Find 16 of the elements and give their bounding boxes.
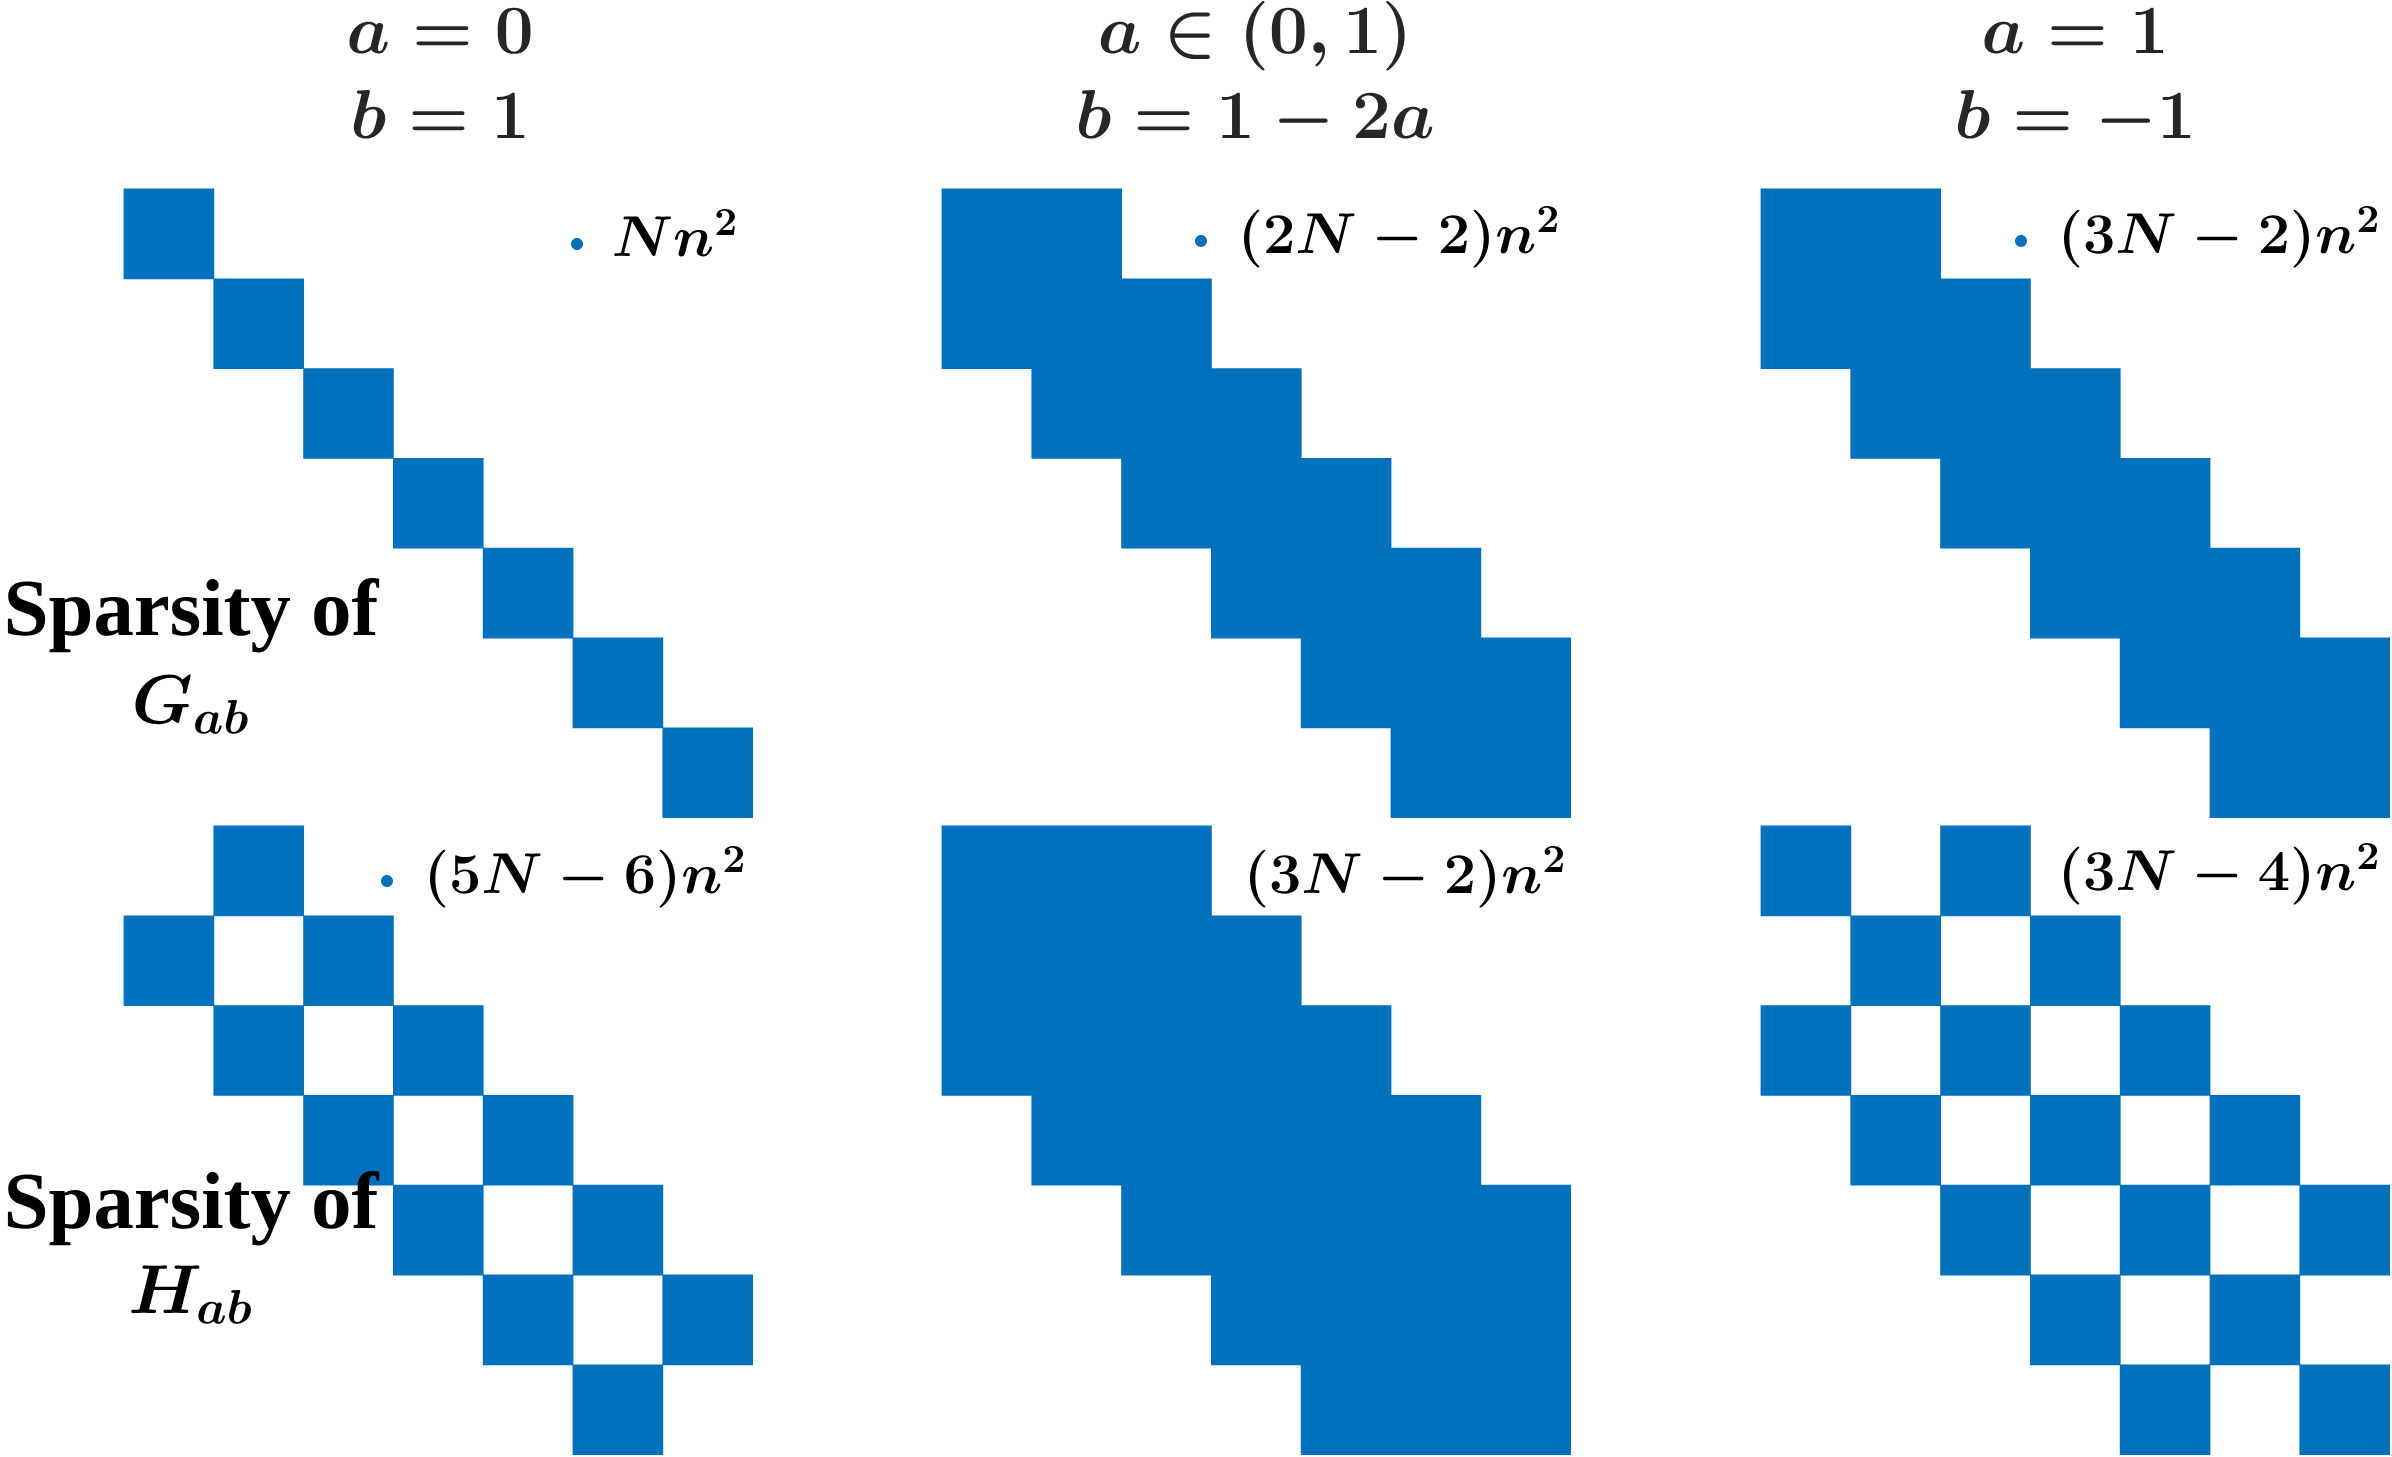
column-header: $a = 0$ <box>349 7 531 54</box>
column-header: $a \in (0,1)$ <box>1100 1 1405 71</box>
column-header: $b = 1$ <box>353 90 525 139</box>
row-label: $G_{ab}$ <box>135 674 248 734</box>
legend-label: $(3N - 4)n^2$ <box>2064 842 2378 905</box>
legend-label: $(3N - 2)n^2$ <box>1250 845 1564 908</box>
legend-label: $(5N - 6)n^2$ <box>430 845 744 908</box>
legend-label: $Nn^2$ <box>614 208 735 257</box>
legend-label: $(2N - 2)n^2$ <box>1244 205 1558 268</box>
row-label: $H_{ab}$ <box>131 1265 251 1324</box>
row-label: Sparsity of <box>7 1171 380 1246</box>
column-header: $b = -1$ <box>1957 90 2191 139</box>
column-header: $a = 1$ <box>1984 7 2164 54</box>
row-label: Sparsity of <box>7 578 380 653</box>
column-header: $b = 1 - 2a$ <box>1078 90 1433 139</box>
legend-label: $(3N - 2)n^2$ <box>2064 205 2378 268</box>
